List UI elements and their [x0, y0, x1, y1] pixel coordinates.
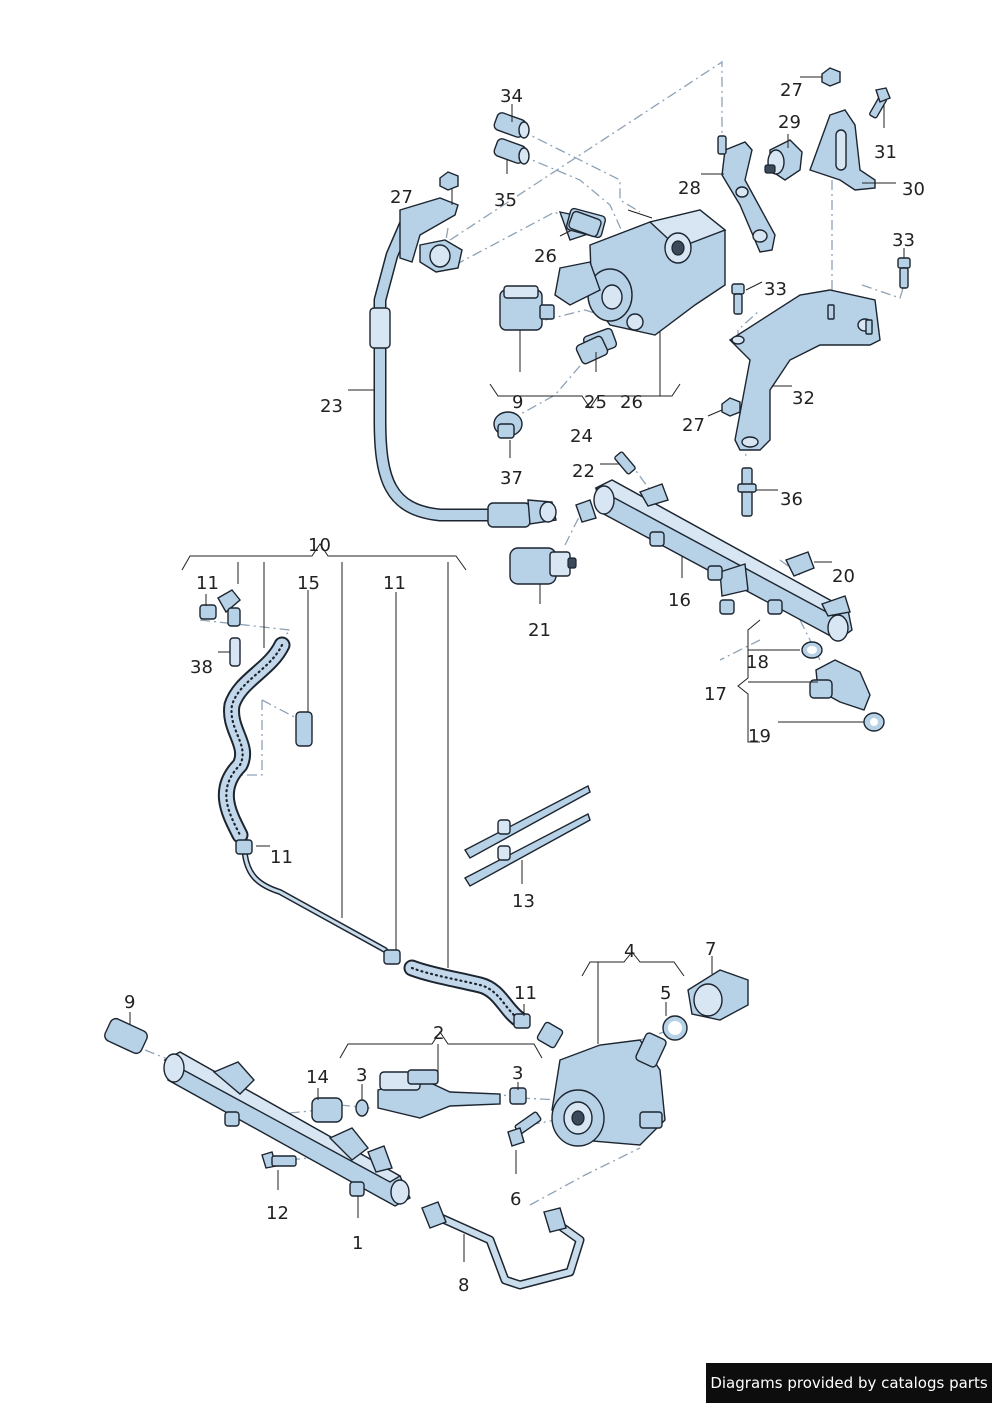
- label-21: 21: [528, 620, 551, 641]
- label-11-c: 11: [270, 847, 293, 868]
- label-34: 34: [500, 86, 523, 107]
- injector-upper: [809, 659, 871, 711]
- label-9-lower: 9: [124, 992, 135, 1013]
- label-38: 38: [190, 657, 213, 678]
- o-ring-5: [662, 1015, 688, 1041]
- cable-ties-13: [464, 785, 591, 887]
- tappet-7: [687, 969, 749, 1021]
- label-29: 29: [778, 112, 801, 133]
- label-10: 10: [308, 535, 331, 556]
- label-33-right: 33: [892, 230, 915, 251]
- alignment-lines: [144, 60, 905, 1206]
- label-2: 2: [433, 1023, 444, 1044]
- label-22: 22: [572, 461, 595, 482]
- label-9-top: 9: [512, 392, 523, 413]
- seal-19: [863, 712, 885, 732]
- label-24: 24: [570, 426, 593, 447]
- fuel-rail-16: [575, 479, 853, 642]
- callout-labels: 34 35 27 26 28 29 27 31 30 33 33 32 27 3…: [124, 80, 925, 1296]
- label-17: 17: [704, 684, 727, 705]
- label-11-b: 11: [383, 573, 406, 594]
- label-26-lower: 26: [620, 392, 643, 413]
- nut-27-upper-right: [821, 67, 841, 87]
- label-33-left: 33: [764, 279, 787, 300]
- nut-27-top: [439, 171, 459, 191]
- label-4: 4: [624, 941, 635, 962]
- bracket-28: [717, 135, 776, 253]
- label-7: 7: [705, 939, 716, 960]
- label-16: 16: [668, 590, 691, 611]
- bracket-32: [728, 289, 881, 451]
- label-3-left: 3: [356, 1065, 367, 1086]
- cap-37: [493, 411, 523, 439]
- pressure-regulator-valve: [554, 207, 727, 357]
- bolt-33-left: [731, 283, 745, 315]
- clamp-15: [295, 711, 313, 747]
- o-ring-18: [801, 641, 823, 659]
- bracket-30: [809, 109, 876, 191]
- label-31: 31: [874, 142, 897, 163]
- label-19: 19: [748, 726, 771, 747]
- nut-27-middle: [721, 397, 741, 417]
- label-35: 35: [494, 190, 517, 211]
- label-25: 25: [584, 392, 607, 413]
- clip-20: [785, 551, 815, 577]
- seals-3: [355, 1087, 527, 1117]
- clip-14: [311, 1097, 343, 1123]
- fuel-line-10: [217, 636, 529, 1029]
- label-5: 5: [660, 983, 671, 1004]
- label-27-top: 27: [390, 187, 413, 208]
- bolt-6: [507, 1111, 542, 1147]
- label-28: 28: [678, 178, 701, 199]
- pressure-sensor-9-lower: [104, 1017, 148, 1055]
- label-26-upper: 26: [534, 246, 557, 267]
- label-27-upper-right: 27: [780, 80, 803, 101]
- label-23: 23: [320, 396, 343, 417]
- label-3-right: 3: [512, 1063, 523, 1084]
- bolt-33-right: [897, 257, 911, 289]
- label-8: 8: [458, 1275, 469, 1296]
- mounting-bracket-upper: [399, 197, 463, 273]
- fuel-rail-1: [163, 1051, 411, 1207]
- sleeve-34: [493, 112, 530, 139]
- pressure-hose-23: [369, 201, 557, 528]
- bolt-12: [261, 1151, 297, 1169]
- label-1: 1: [352, 1233, 363, 1254]
- sleeve-35: [493, 138, 530, 165]
- label-13: 13: [512, 891, 535, 912]
- injector-2: [377, 1069, 501, 1119]
- label-11-d: 11: [514, 983, 537, 1004]
- high-pressure-pump-4: [536, 1021, 667, 1147]
- label-36: 36: [780, 489, 803, 510]
- label-11-a: 11: [196, 573, 219, 594]
- pressure-sensor-9-top: [499, 285, 555, 331]
- label-32: 32: [792, 388, 815, 409]
- bolt-22: [614, 451, 636, 475]
- hose-clips-11: [199, 604, 531, 1029]
- label-6: 6: [510, 1189, 521, 1210]
- stud-36: [737, 467, 757, 517]
- label-14: 14: [306, 1067, 329, 1088]
- pressure-sensor-21: [509, 547, 577, 585]
- label-20: 20: [832, 566, 855, 587]
- label-12: 12: [266, 1203, 289, 1224]
- damper-29: [764, 139, 803, 181]
- label-18: 18: [746, 652, 769, 673]
- bolt-31: [869, 87, 891, 119]
- pressure-pipe-8: [421, 1201, 585, 1290]
- sensor-26-upper: [568, 210, 602, 238]
- leader-lines: [129, 76, 905, 1262]
- footer-credit: Diagrams provided by catalogs parts: [706, 1363, 992, 1403]
- label-15: 15: [297, 573, 320, 594]
- label-27-middle: 27: [682, 415, 705, 436]
- label-30: 30: [902, 179, 925, 200]
- label-37: 37: [500, 468, 523, 489]
- connector-38: [217, 589, 241, 667]
